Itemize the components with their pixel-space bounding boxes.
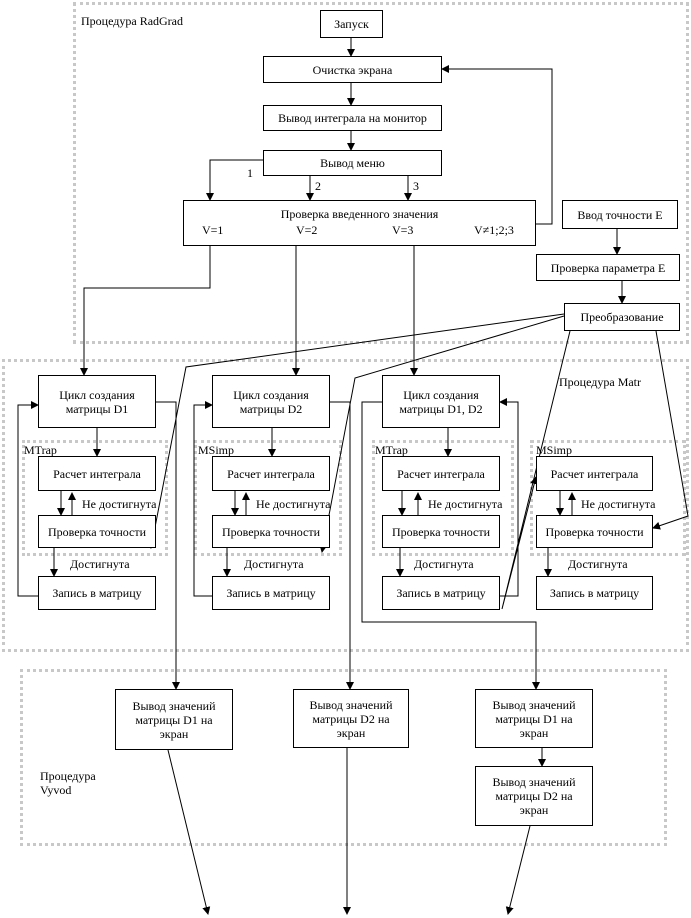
output-d1-box-b: Вывод значений матрицы D1 на экран: [475, 689, 593, 748]
check-precision-box-3: Проверка точности: [382, 515, 500, 548]
check-value-v2: V=2: [296, 223, 318, 237]
check-e-box: Проверка параметра E: [536, 254, 680, 281]
transform-box: Преобразование: [564, 303, 680, 331]
cycle-d2-box: Цикл создания матрицы D2: [212, 375, 330, 428]
check-value-v3: V=3: [392, 223, 414, 237]
arrow-menu-branch-1: [206, 159, 263, 201]
arrow-transform-check-4: [652, 330, 689, 530]
region-title-msimp-2: MSimp: [536, 443, 573, 457]
write-matrix-box-2: Запись в матрицу: [212, 576, 330, 610]
calc-integral-box-4: Расчет интеграла: [536, 456, 653, 491]
check-value-vother: V≠1;2;3: [474, 223, 514, 237]
cycle-d1-box: Цикл создания матрицы D1: [38, 375, 156, 428]
output-d1-box: Вывод значений матрицы D1 на экран: [115, 689, 233, 750]
clear-screen-box: Очистка экрана: [263, 56, 442, 83]
arrow-out-d1-down: [167, 749, 211, 915]
arrow-retry-clear: [441, 65, 553, 225]
region-mtrap-1: [22, 440, 168, 556]
calc-integral-box-1: Расчет интеграла: [38, 456, 156, 491]
cycle-d1d2-box: Цикл создания матрицы D1, D2: [382, 375, 500, 428]
arrow-write-cycle-1: [17, 401, 39, 597]
check-precision-box-1: Проверка точности: [38, 515, 156, 548]
region-title-mtrap-2: MTrap: [375, 443, 408, 457]
check-precision-box-2: Проверка точности: [212, 515, 330, 548]
output-d2-box-b: Вывод значений матрицы D2 на экран: [475, 766, 593, 826]
arrow-transform-check-1: [148, 313, 565, 549]
region-matr: [2, 359, 689, 652]
region-mtrap-2: [372, 440, 514, 556]
region-title-msimp-1: MSimp: [198, 443, 235, 457]
region-radgrad: [73, 2, 689, 344]
output-d2-box: Вывод значений матрицы D2 на экран: [293, 689, 409, 748]
not-reached-label-4: Не достигнута: [581, 497, 656, 511]
show-integral-box: Вывод интеграла на монитор: [263, 105, 442, 131]
branch-label-1: 1: [247, 166, 253, 180]
branch-label-3: 3: [413, 179, 419, 193]
arrow-v1-cycle-d1: [80, 246, 211, 376]
region-title-mtrap-1: MTrap: [24, 443, 57, 457]
start-box: Запуск: [320, 10, 383, 38]
reached-label-4: Достигнута: [568, 557, 628, 571]
input-e-box: Ввод точности E: [562, 200, 678, 229]
reached-label-2: Достигнута: [244, 557, 304, 571]
region-title-matr: Процедура Matr: [559, 375, 642, 389]
write-matrix-box-4: Запись в матрицу: [536, 576, 653, 610]
not-reached-label-1: Не достигнута: [82, 497, 157, 511]
arrow-write-cycle-2: [193, 401, 213, 597]
arrow-cycle-out-d2: [330, 401, 354, 690]
write-matrix-box-3: Запись в матрицу: [382, 576, 500, 610]
reached-label-1: Достигнута: [70, 557, 130, 571]
not-reached-label-3: Не достигнута: [428, 497, 503, 511]
check-precision-box-4: Проверка точности: [536, 515, 653, 548]
arrow-write-cycle-3: [499, 398, 519, 597]
region-vyvod: [20, 669, 667, 846]
arrow-cycle-out-d1: [156, 401, 180, 690]
calc-integral-box-2: Расчет интеграла: [212, 456, 330, 491]
reached-label-3: Достигнута: [414, 557, 474, 571]
check-value-title: Проверка введенного значения: [280, 207, 439, 221]
check-value-v1: V=1: [202, 223, 224, 237]
arrow-transform-calc-4: [501, 330, 571, 610]
not-reached-label-2: Не достигнута: [256, 497, 331, 511]
region-title-radgrad: Процедура RadGrad: [81, 14, 184, 28]
write-matrix-box-1: Запись в матрицу: [38, 576, 156, 610]
region-msimp-1: [194, 440, 342, 556]
arrow-out-d2b-down: [505, 825, 531, 915]
arrow-cycle-out-d1-b: [361, 401, 540, 690]
region-title-vyvod: Процедура Vyvod: [40, 769, 96, 797]
menu-box: Вывод меню: [263, 150, 442, 176]
check-value-box: Проверка введенного значения V=1 V=2 V=3…: [183, 200, 536, 246]
arrow-transform-check-2: [319, 315, 565, 553]
branch-label-2: 2: [315, 179, 321, 193]
calc-integral-box-3: Расчет интеграла: [382, 456, 500, 491]
